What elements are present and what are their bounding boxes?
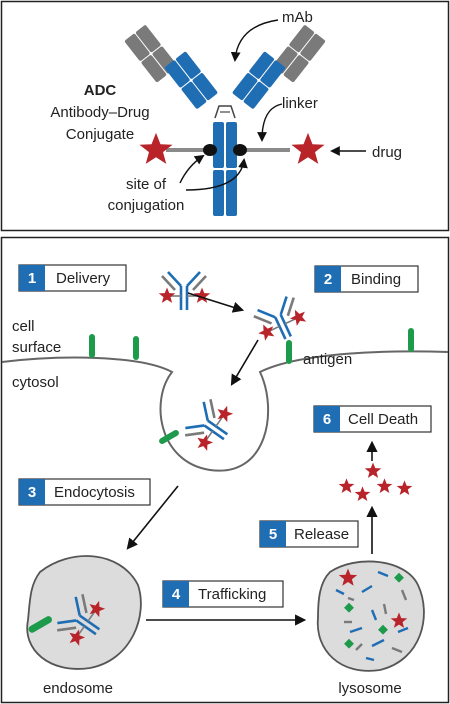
antigen: [408, 328, 414, 352]
site-arrow-left: [179, 154, 205, 184]
svg-text:1: 1: [28, 270, 36, 287]
svg-text:4: 4: [172, 586, 181, 603]
svg-text:5: 5: [269, 526, 277, 543]
arrow-binding-to-endocytosis: [230, 339, 259, 386]
step-binding: 2 Binding: [314, 265, 419, 293]
svg-text:Delivery: Delivery: [56, 270, 111, 287]
svg-text:Binding: Binding: [351, 271, 401, 288]
right-conjugation-site: [233, 144, 247, 156]
adc-abbr: ADC: [84, 82, 117, 99]
adc-title-line1: Antibody–Drug: [50, 104, 149, 121]
lysosome: [316, 560, 425, 672]
svg-text:Trafficking: Trafficking: [198, 586, 266, 603]
adc-title-line2: Conjugate: [66, 126, 134, 143]
cell-label: cell: [12, 318, 35, 335]
linker-label: linker: [282, 95, 318, 112]
step-endocytosis: 3 Endocytosis: [18, 478, 151, 506]
endosome: [26, 555, 142, 670]
adc-antibody: [124, 25, 326, 216]
mab-label: mAb: [282, 9, 313, 26]
antigen: [159, 430, 179, 444]
left-conjugation-site: [203, 144, 217, 156]
site-label-line1: site of: [126, 176, 167, 193]
antigen: [286, 340, 292, 364]
drug-label: drug: [372, 144, 402, 161]
site-label-line2: conjugation: [108, 197, 185, 214]
arrow-delivery-to-binding: [187, 292, 245, 313]
adc-panel-frame: [0, 0, 450, 232]
cell-membrane: [1, 350, 449, 472]
svg-text:3: 3: [28, 484, 36, 501]
svg-text:Cell Death: Cell Death: [348, 411, 418, 428]
antigen-label: antigen: [303, 351, 352, 368]
linker-arrow: [257, 103, 283, 142]
step-trafficking: 4 Trafficking: [162, 580, 284, 608]
site-arrow-right: [185, 158, 248, 191]
antigen: [89, 334, 95, 358]
step-cell-death: 6 Cell Death: [313, 405, 432, 433]
lysosome-label: lysosome: [338, 680, 401, 697]
arrow-to-endosome: [126, 485, 179, 550]
step-release: 5 Release: [259, 520, 359, 548]
endosome-label: endosome: [43, 680, 113, 697]
svg-text:Endocytosis: Endocytosis: [54, 484, 135, 501]
antigen: [28, 616, 52, 633]
svg-text:2: 2: [324, 271, 332, 288]
surface-label: surface: [12, 339, 61, 356]
cytosol-label: cytosol: [12, 374, 59, 391]
mab-arrow: [230, 19, 279, 62]
svg-text:Release: Release: [294, 526, 349, 543]
antigen: [133, 336, 139, 360]
svg-text:6: 6: [323, 411, 331, 428]
step-delivery: 1 Delivery: [18, 264, 127, 292]
